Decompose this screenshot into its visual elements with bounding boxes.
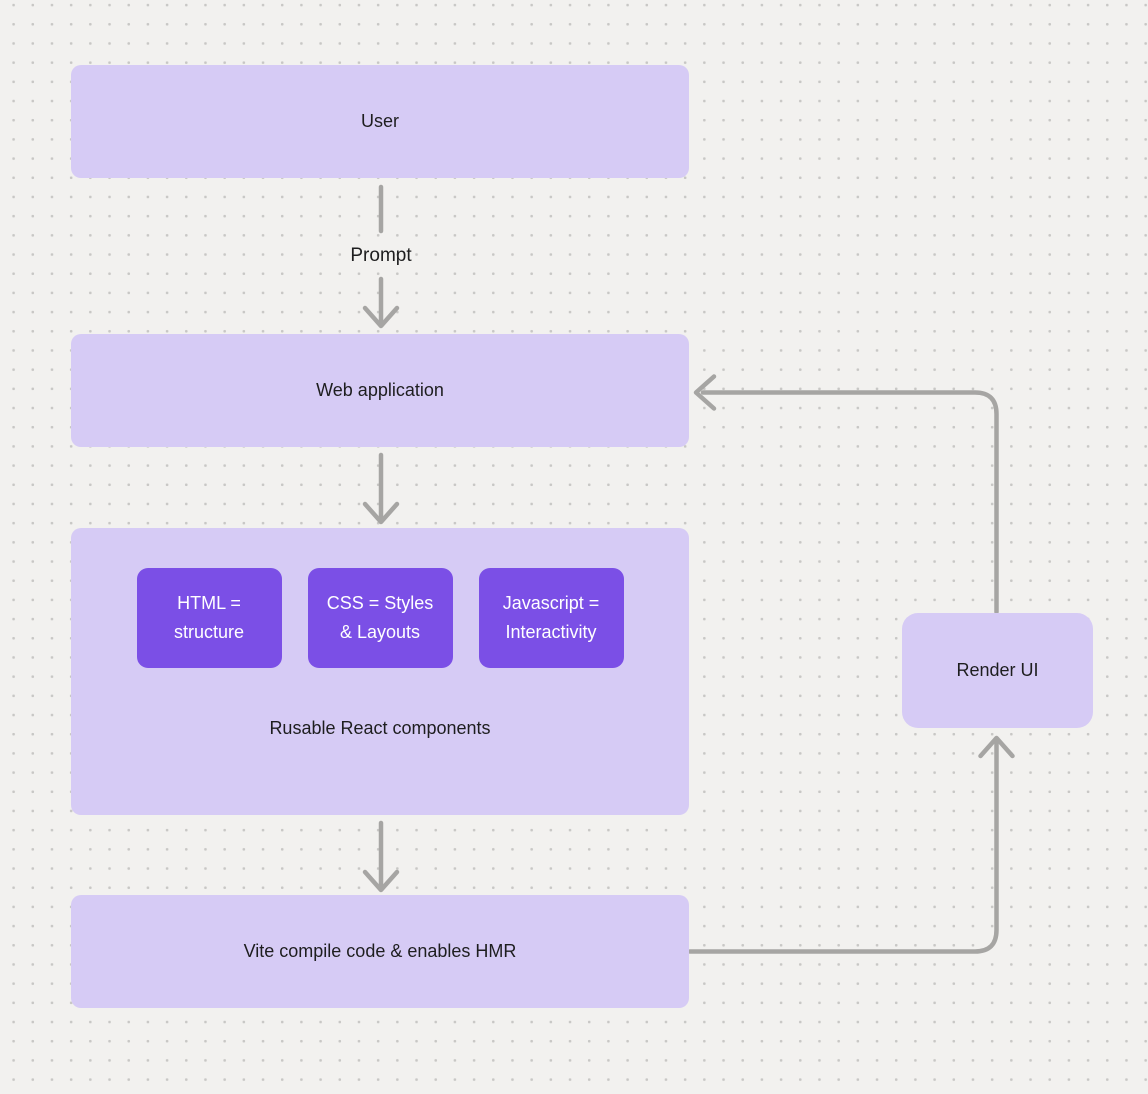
chip-css: CSS = Styles & Layouts — [307, 568, 453, 668]
edge-vite-to-renderui — [687, 740, 999, 954]
chip-css-label: CSS = Styles & Layouts — [326, 592, 434, 642]
arrowhead-down-webapp — [362, 305, 400, 329]
chip-html-label: HTML = structure — [173, 592, 245, 642]
node-web-application: Web application — [71, 334, 689, 447]
node-web-application-label: Web application — [316, 380, 444, 400]
node-user: User — [71, 65, 689, 178]
chip-javascript-label: Javascript = Interactivity — [502, 592, 600, 642]
node-render-ui: Render UI — [902, 613, 1093, 728]
arrowhead-up-renderui — [978, 735, 1015, 759]
chip-javascript: Javascript = Interactivity — [478, 568, 624, 668]
node-user-label: User — [360, 111, 399, 131]
components-chip-row: HTML = structure CSS = Styles & Layouts … — [71, 568, 689, 668]
node-vite-label: Vite compile code & enables HMR — [243, 941, 517, 961]
node-components-group: HTML = structure CSS = Styles & Layouts … — [71, 528, 689, 815]
chip-html: HTML = structure — [136, 568, 282, 668]
arrowhead-down-vite — [362, 869, 400, 893]
arrowhead-left-webapp — [693, 374, 717, 411]
components-group-caption: Rusable React components — [269, 718, 491, 738]
node-vite: Vite compile code & enables HMR — [71, 895, 689, 1008]
edge-renderui-to-webapp — [700, 390, 999, 615]
edge-label-prompt: Prompt — [350, 245, 412, 266]
node-render-ui-label: Render UI — [956, 660, 1039, 680]
arrowhead-down-group — [362, 501, 400, 525]
